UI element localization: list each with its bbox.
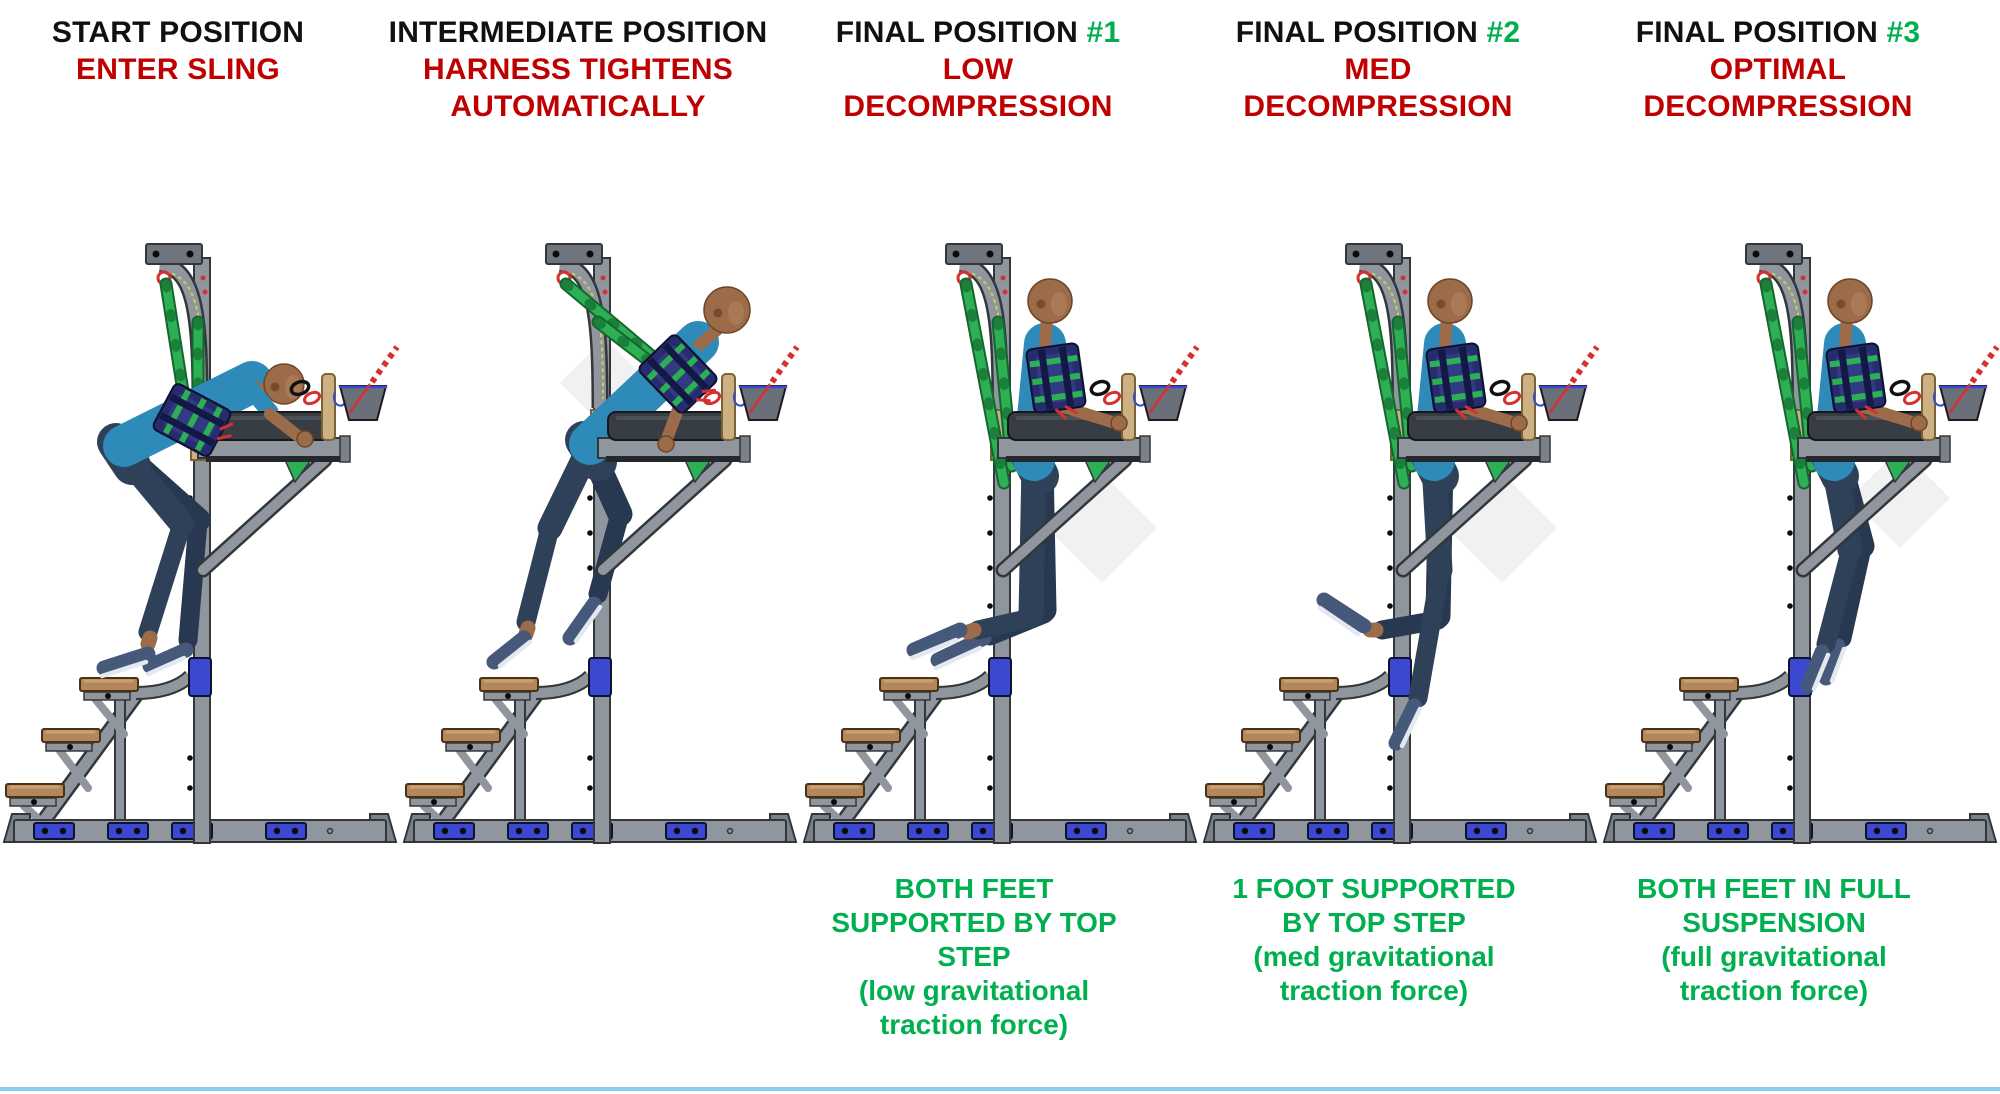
decompression-machine-illustration: [2, 243, 400, 844]
stairs: [5, 670, 195, 834]
panel-title: START POSITION: [51, 16, 305, 49]
bottom-edge-strip: [0, 1087, 2000, 1091]
cup-holder: [689, 373, 788, 441]
harness: [638, 334, 718, 414]
panel-subtitle-line: DECOMPRESSION: [1243, 90, 1513, 123]
caption-line: BY TOP STEP: [1282, 907, 1466, 938]
decompression-machine-illustration: [1602, 243, 2000, 844]
figure-container: [0, 198, 400, 858]
platform-and-armrest: [195, 411, 351, 578]
panel-title-number: #2: [1486, 16, 1521, 49]
caption-line: STEP: [937, 941, 1011, 972]
panel-subtitle-line: DECOMPRESSION: [843, 90, 1113, 123]
caption-line: BOTH FEET IN FULL: [1637, 873, 1911, 904]
stairs: [405, 670, 595, 834]
platform-and-armrest: [1795, 411, 1951, 578]
caption-subline: traction force): [879, 1009, 1069, 1040]
harness: [1825, 342, 1887, 420]
stairs: [1605, 670, 1795, 834]
panel-subtitle-line: AUTOMATICALLY: [450, 90, 706, 123]
panel-subtitle-line: LOW: [942, 53, 1014, 86]
panel-final-position-2: FINAL POSITION #2 MED DECOMPRESSION 1 FO…: [1200, 0, 1600, 1094]
panel-start-position: START POSITION ENTER SLING: [0, 0, 400, 1094]
panel-title-number: #3: [1886, 16, 1921, 49]
caption-subline: traction force): [1279, 975, 1469, 1006]
panel-caption: BOTH FEET IN FULL SUSPENSION (full gravi…: [1574, 872, 1974, 1008]
panel-title: INTERMEDIATE POSITION: [388, 16, 768, 49]
caption-line: 1 FOOT SUPPORTED: [1232, 873, 1516, 904]
panel-header: FINAL POSITION #2 MED DECOMPRESSION: [1178, 14, 1578, 125]
decompression-machine-illustration: [802, 243, 1200, 844]
panel-header: FINAL POSITION #1 LOW DECOMPRESSION: [778, 14, 1178, 125]
person-figure: [1800, 278, 1875, 694]
panel-title: FINAL POSITION: [835, 16, 1078, 49]
panel-subtitle-line: MED: [1344, 53, 1412, 86]
traction-rope: [1548, 344, 1600, 414]
panel-title: FINAL POSITION: [1235, 16, 1478, 49]
caption-subline: (full gravitational: [1661, 941, 1887, 972]
traction-rope: [1948, 344, 2000, 414]
panel-final-position-1: FINAL POSITION #1 LOW DECOMPRESSION BOTH…: [800, 0, 1200, 1094]
panel-caption: BOTH FEET SUPPORTED BY TOP STEP (low gra…: [774, 872, 1174, 1042]
panel-header: INTERMEDIATE POSITION HARNESS TIGHTENS A…: [378, 14, 778, 125]
panel-title-number: #1: [1086, 16, 1121, 49]
decompression-machine-illustration: [402, 243, 800, 844]
panel-final-position-3: FINAL POSITION #3 OPTIMAL DECOMPRESSION …: [1600, 0, 2000, 1094]
panel-caption: 1 FOOT SUPPORTED BY TOP STEP (med gravit…: [1174, 872, 1574, 1008]
figure-container: [1600, 198, 2000, 858]
traction-rope: [1148, 344, 1200, 414]
caption-line: BOTH FEET: [894, 873, 1054, 904]
figure-container: [400, 198, 800, 858]
stairs: [1205, 670, 1395, 834]
traction-rope: [748, 344, 800, 414]
panel-subtitle-line: OPTIMAL: [1709, 53, 1847, 86]
panel-header: START POSITION ENTER SLING: [0, 14, 378, 88]
panel-header: FINAL POSITION #3 OPTIMAL DECOMPRESSION: [1578, 14, 1978, 125]
platform-and-armrest: [995, 411, 1151, 578]
forearm-on-pad: [264, 408, 314, 448]
harness: [1025, 342, 1087, 420]
panel-subtitle-line: DECOMPRESSION: [1643, 90, 1913, 123]
panel-intermediate-position: INTERMEDIATE POSITION HARNESS TIGHTENS A…: [389, 0, 800, 1094]
caption-line: SUPPORTED BY TOP: [831, 907, 1117, 938]
panel-subtitle-line: ENTER SLING: [76, 53, 280, 86]
highlight-diamond: [1850, 448, 1950, 548]
panel-subtitle-line: HARNESS TIGHTENS: [423, 53, 733, 86]
caption-line: SUSPENSION: [1682, 907, 1866, 938]
harness: [1425, 342, 1487, 420]
base: [402, 813, 798, 843]
caption-subline: traction force): [1679, 975, 1869, 1006]
figure-container: [800, 198, 1200, 858]
panel-title: FINAL POSITION: [1635, 16, 1878, 49]
stairs: [805, 670, 995, 834]
figure-container: [1200, 198, 1600, 858]
decompression-machine-illustration: [1202, 243, 1600, 844]
harness: [152, 383, 234, 457]
traction-rope: [348, 344, 400, 414]
caption-subline: (med gravitational: [1253, 941, 1495, 972]
caption-subline: (low gravitational: [858, 975, 1090, 1006]
